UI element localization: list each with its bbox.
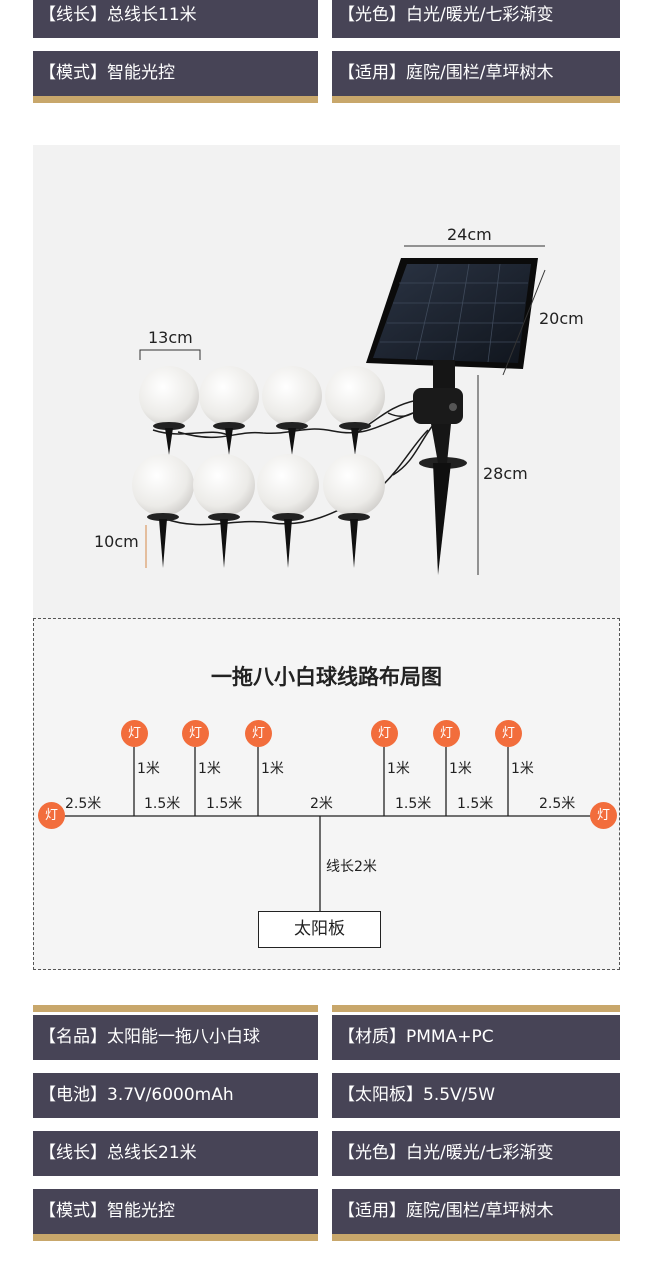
dim-panel-height: 20cm [539,309,584,328]
feed-length-label: 线长2米 [326,859,377,875]
divider-gap [318,96,332,103]
spec-text: 【光色】白光/暖光/七彩渐变 [338,5,554,25]
divider-gap [318,1005,332,1012]
lamp-label: 灯 [439,726,453,741]
spec-text: 【光色】白光/暖光/七彩渐变 [338,1143,554,1163]
dim-ball-diameter: 13cm [148,328,193,347]
diagram-title: 一拖八小白球线路布局图 [211,665,442,689]
spec-text: 【模式】智能光控 [39,1201,175,1221]
ball-lights-bottom-row [132,454,385,568]
lamp-label: 灯 [188,726,202,741]
spec-solar-panel: 【太阳板】5.5V/5W [332,1073,620,1118]
dim-stake-height: 28cm [483,464,528,483]
spec-wire-length: 【线长】总线长21米 [33,1131,318,1176]
lamp-label: 灯 [251,726,265,741]
solar-panel [366,258,538,575]
dimension-lines [139,245,546,575]
spec-text: 【线长】总线长11米 [39,5,197,25]
ball-light [132,454,194,516]
lamp-label: 灯 [596,808,610,823]
segment-length-label: 2.5米 [539,796,576,812]
spec-text: 【材质】PMMA+PC [338,1027,494,1047]
spec-product-name: 【名品】太阳能一拖八小白球 [33,1015,318,1060]
spec-wire-length: 【线长】总线长11米 [33,0,318,38]
spec-text: 【适用】庭院/围栏/草坪树木 [338,63,554,83]
drop-length-label: 1米 [387,761,410,777]
segment-length-label: 1.5米 [457,796,494,812]
lamp-marker-right-end: 灯 [590,802,617,829]
dim-panel-width: 24cm [447,225,492,244]
ball-light [323,454,385,516]
solar-panel-box: 太阳板 [258,911,381,948]
divider-gap [318,1234,332,1241]
product-illustration [132,245,546,575]
ball-lights-top-row [139,366,385,455]
lamp-label: 灯 [44,808,58,823]
lamp-marker: 灯 [371,720,398,747]
spec-text: 【适用】庭院/围栏/草坪树木 [338,1201,554,1221]
lamp-marker: 灯 [433,720,460,747]
spec-battery: 【电池】3.7V/6000mAh [33,1073,318,1118]
spec-text: 【太阳板】5.5V/5W [338,1085,496,1105]
lamp-marker: 灯 [495,720,522,747]
segment-length-label: 2米 [310,796,333,812]
spec-material: 【材质】PMMA+PC [332,1015,620,1060]
spec-mode: 【模式】智能光控 [33,51,318,96]
wiring-lines [51,747,602,911]
dim-ball-stake: 10cm [94,532,139,551]
ball-light [139,366,199,426]
lamp-label: 灯 [127,726,141,741]
lamp-marker: 灯 [121,720,148,747]
ball-light [193,454,255,516]
drop-length-label: 1米 [198,761,221,777]
spec-text: 【名品】太阳能一拖八小白球 [39,1027,260,1047]
lamp-label: 灯 [377,726,391,741]
ball-light [262,366,322,426]
spec-text: 【电池】3.7V/6000mAh [39,1085,234,1105]
drop-length-label: 1米 [261,761,284,777]
lamp-label: 灯 [501,726,515,741]
drop-length-label: 1米 [137,761,160,777]
solar-panel-label: 太阳板 [294,919,345,939]
ball-light [199,366,259,426]
spec-text: 【线长】总线长21米 [39,1143,197,1163]
spec-text: 【模式】智能光控 [39,63,175,83]
segment-length-label: 1.5米 [395,796,432,812]
segment-length-label: 2.5米 [65,796,102,812]
drop-length-label: 1米 [511,761,534,777]
wiring-diagram: 一拖八小白球线路布局图 灯 灯 灯 灯 灯 灯 灯 灯 1米 1米 1米 1米 … [33,618,620,970]
spec-usage: 【适用】庭院/围栏/草坪树木 [332,1189,620,1234]
lamp-marker: 灯 [182,720,209,747]
ball-light [257,454,319,516]
segment-length-label: 1.5米 [144,796,181,812]
lamp-marker-left-end: 灯 [38,802,65,829]
drop-length-label: 1米 [449,761,472,777]
ball-light [325,366,385,426]
spec-light-color: 【光色】白光/暖光/七彩渐变 [332,0,620,38]
spec-mode: 【模式】智能光控 [33,1189,318,1234]
spec-usage: 【适用】庭院/围栏/草坪树木 [332,51,620,96]
lamp-marker: 灯 [245,720,272,747]
product-photo: 24cm 20cm 28cm 13cm 10cm [33,145,620,618]
segment-length-label: 1.5米 [206,796,243,812]
spec-light-color: 【光色】白光/暖光/七彩渐变 [332,1131,620,1176]
